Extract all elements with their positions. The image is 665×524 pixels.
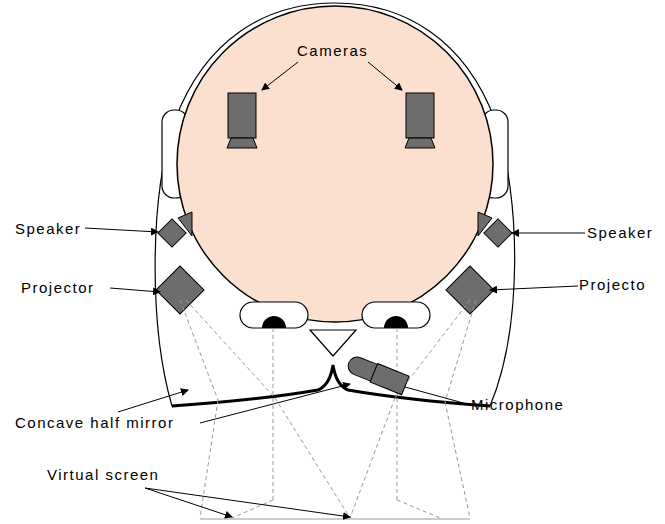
microphone-label: Microphone [470, 396, 565, 414]
camera-label: Cameras [296, 42, 369, 60]
mirror-label: Concave half mirror [14, 414, 175, 432]
projector-label: Projector [20, 279, 96, 297]
speaker-label: Speaker [586, 224, 654, 242]
speaker-label: Speaker [14, 220, 82, 238]
projector-label: Projecto [578, 276, 647, 294]
virtual-screen-label: Virtual screen [46, 466, 160, 484]
